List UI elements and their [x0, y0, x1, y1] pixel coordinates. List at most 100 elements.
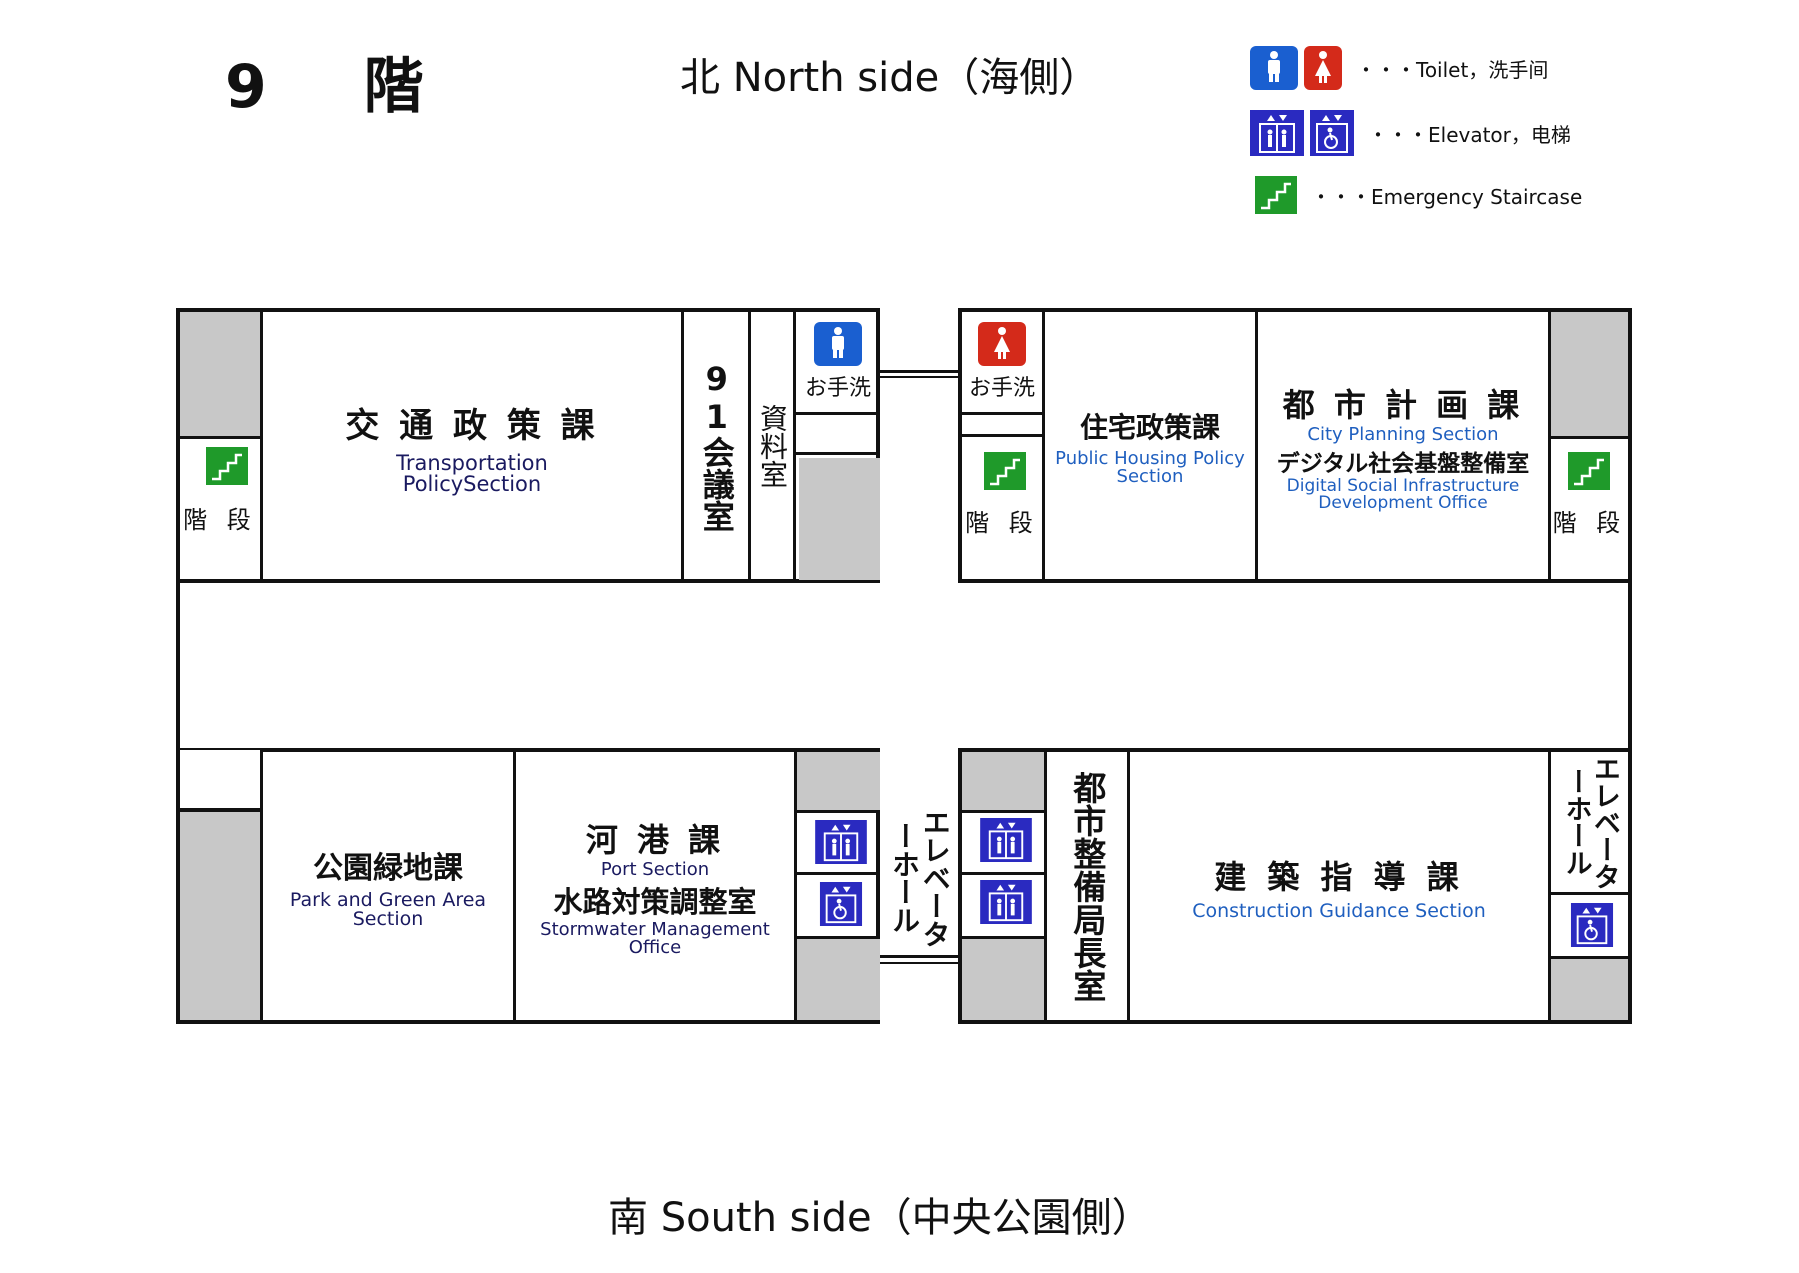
gray-shaft [962, 939, 1044, 1020]
women-toilet-icon [978, 322, 1026, 366]
divider [962, 810, 1044, 813]
divider [1548, 312, 1551, 583]
room-name-jp: 91会議室 [697, 360, 736, 532]
south-side-label: 南 South side（中央公園側） [608, 1195, 1152, 1241]
elevator-hall-label: エレベーターホール [888, 807, 952, 948]
north-east-block [958, 308, 1632, 583]
room-name-jp: 資料室 [756, 404, 789, 488]
corridor-gap [180, 750, 260, 808]
room-name-jp-secondary: デジタル社会基盤整備室 [1276, 451, 1530, 477]
divider [260, 748, 263, 1024]
elevator-icon [980, 818, 1032, 862]
elevator-hall-center: エレベーターホール [880, 800, 958, 955]
room-name-en: Park and Green Area [289, 889, 487, 911]
legend-elevator: ・・・Elevator，电梯 [1250, 110, 1571, 156]
legend-toilet-text: ・・・Toilet，洗手间 [1356, 57, 1549, 82]
toilet-label: お手洗 [968, 376, 1035, 401]
north-west-block [176, 308, 880, 583]
divider [1548, 748, 1551, 1024]
legend-elevator-text: ・・・Elevator，电梯 [1368, 122, 1571, 147]
accessible-elevator-icon [815, 882, 867, 926]
west-wall [176, 308, 180, 1024]
room-name-en: Development Office [1318, 493, 1488, 513]
room-name-en: Office [628, 937, 682, 958]
room-name-jp: 都 市 計 画 課 [1282, 386, 1524, 424]
divider [1551, 892, 1628, 895]
room-toilet-men: お手洗 [796, 312, 880, 412]
divider [1551, 580, 1628, 583]
stairs-label-left: 階 段 [183, 506, 257, 534]
elevator-icon [1250, 110, 1304, 156]
divider [797, 936, 880, 939]
room-name-en: Stormwater Management [540, 919, 770, 940]
divider [260, 312, 263, 583]
room-name-en: PolicySection [402, 471, 542, 496]
divider [797, 872, 880, 875]
divider [180, 580, 260, 583]
east-wall [1628, 308, 1632, 1024]
divider [1255, 312, 1258, 583]
divider [962, 872, 1044, 875]
gray-shaft [180, 312, 260, 436]
divider [1042, 312, 1045, 583]
gray-shaft [797, 752, 880, 810]
gray-shaft [799, 458, 880, 580]
divider [794, 748, 797, 1024]
room-name-jp: 住宅政策課 [1079, 411, 1220, 444]
room-name-jp: 河 港 課 [585, 821, 725, 859]
divider [797, 810, 880, 813]
gray-shaft [1551, 312, 1628, 436]
room-name-en: Transportation [396, 450, 548, 475]
room-park-green: 公園緑地課 Park and Green Area Section [263, 752, 513, 1020]
gray-shaft [962, 752, 1044, 810]
room-name-en: Section [352, 908, 424, 930]
divider [748, 312, 751, 583]
legend-toilet: ・・・Toilet，洗手间 [1250, 46, 1548, 90]
men-toilet-icon [1250, 46, 1298, 90]
room-director-office: 都市整備局長室 [1047, 752, 1127, 1020]
divider [962, 434, 1042, 437]
toilet-label: お手洗 [804, 376, 871, 401]
north-connector-top [880, 370, 958, 373]
legend-staircase: ・・・Emergency Staircase [1255, 176, 1582, 214]
divider [962, 936, 1044, 939]
room-city-planning: 都 市 計 画 課 City Planning Section デジタル社会基盤… [1258, 312, 1548, 580]
room-name-jp: 建 築 指 導 課 [1214, 857, 1464, 896]
gray-shaft [1551, 959, 1628, 1020]
men-toilet-icon [814, 322, 862, 366]
women-toilet-icon [1304, 46, 1342, 90]
room-transportation-policy: 交 通 政 策 課 Transportation PolicySection [263, 312, 681, 580]
legend-staircase-text: ・・・Emergency Staircase [1311, 184, 1583, 209]
floor-title: 9 階 [225, 52, 462, 122]
divider [1551, 436, 1628, 439]
room-name-en: Port Section [600, 859, 710, 880]
accessible-elevator-icon [1566, 903, 1618, 947]
accessible-elevator-icon [1310, 110, 1354, 156]
divider [1127, 748, 1130, 1024]
north-connector-bottom [880, 376, 958, 378]
staircase-icon [1255, 176, 1297, 214]
elevator-hall-label: エレベーターホール [1560, 754, 1620, 890]
divider [681, 312, 684, 583]
room-archive: 資料室 [751, 312, 793, 580]
room-name-jp: 交 通 政 策 課 [345, 405, 599, 446]
room-port-section: 河 港 課 Port Section 水路対策調整室 Stormwater Ma… [516, 752, 794, 1020]
elevator-icon [815, 820, 867, 864]
room-name-en: Digital Social Infrastructure [1286, 476, 1520, 496]
room-name-jp: 都市整備局長室 [1067, 770, 1107, 1002]
divider [1551, 956, 1628, 959]
room-name-en: Construction Guidance Section [1192, 899, 1486, 922]
divider [796, 452, 880, 455]
gray-shaft [180, 812, 260, 1020]
staircase-icon [206, 447, 248, 485]
stairs-label-right: 階 段 [1552, 509, 1627, 537]
south-connector-bottom [880, 962, 958, 964]
room-meeting-91: 91会議室 [684, 312, 748, 580]
room-name-en: Public Housing Policy [1055, 448, 1245, 469]
south-east-block [958, 748, 1632, 1024]
stairs-label-center: 階 段 [965, 509, 1039, 537]
south-west-block [176, 748, 880, 1024]
staircase-icon [984, 452, 1026, 490]
south-connector-top [880, 955, 958, 958]
elevator-icon [980, 880, 1032, 924]
